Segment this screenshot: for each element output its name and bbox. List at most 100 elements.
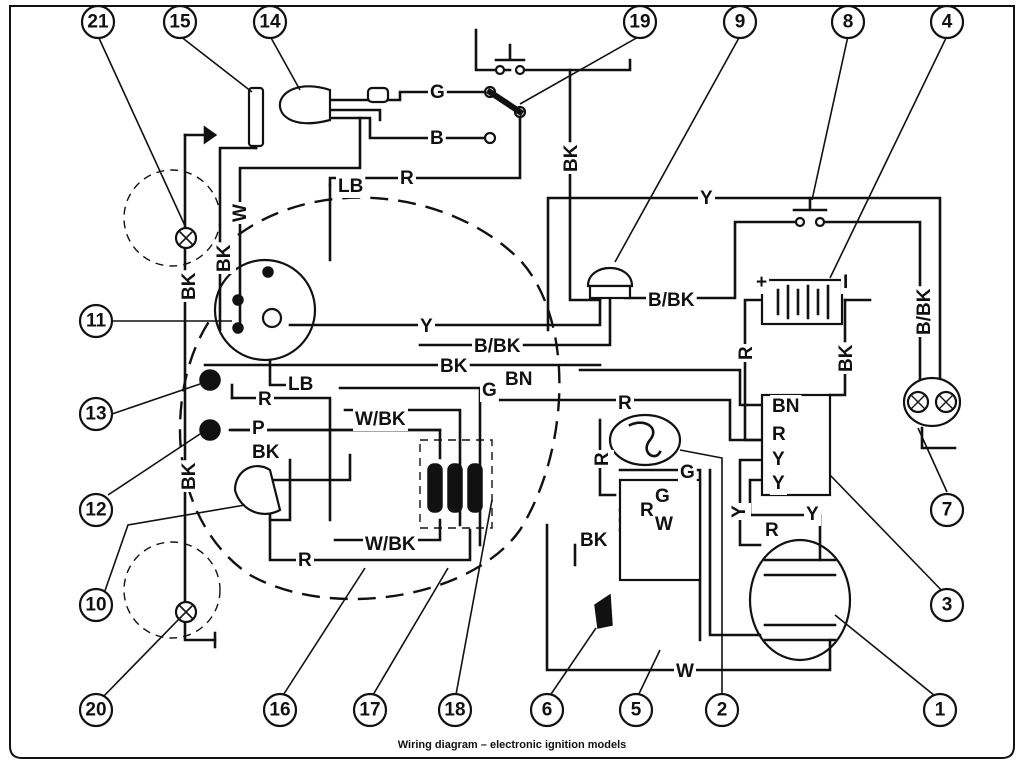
- wire-label-b-top: B: [430, 128, 444, 149]
- battery-minus-label: I: [843, 272, 848, 293]
- spark-plug-6-icon: [594, 593, 613, 629]
- svg-text:6: 6: [542, 700, 553, 721]
- callout-7: 7: [929, 492, 965, 528]
- svg-text:2: 2: [717, 700, 728, 721]
- svg-text:15: 15: [169, 12, 191, 33]
- wire-label-bn-mid: BN: [505, 369, 532, 390]
- wire-label-bk-batt: BK: [836, 344, 857, 372]
- callout-16: 16: [262, 692, 298, 728]
- diagram-caption: Wiring diagram – electronic ignition mod…: [398, 739, 627, 751]
- callout-15: 15: [162, 4, 198, 40]
- wire-label-bk-19: BK: [561, 144, 582, 172]
- callout-2: 2: [704, 692, 740, 728]
- callout-8: 8: [830, 4, 866, 40]
- tail-lamp-7-icon: [902, 376, 962, 450]
- svg-text:1: 1: [935, 700, 946, 721]
- pickup-10-icon: [233, 464, 282, 515]
- wire-label-w-bk-lower: W/BK: [365, 534, 416, 555]
- callout-10: 10: [78, 587, 114, 623]
- callout-9: 9: [722, 4, 758, 40]
- wire-label-bk-mid: BK: [440, 356, 468, 377]
- horn-9-icon: [586, 266, 634, 288]
- callout-14: 14: [252, 4, 288, 40]
- wire-label-y-lower2: Y: [806, 504, 819, 525]
- switch-19-icon: [483, 43, 527, 145]
- svg-text:19: 19: [629, 12, 650, 33]
- wire-label-y-top: Y: [700, 188, 713, 209]
- lamp-21-icon: [174, 226, 198, 250]
- svg-text:16: 16: [269, 700, 290, 721]
- callout-19: 19: [622, 4, 658, 40]
- wire-label-w-bk-upper: W/BK: [355, 409, 406, 430]
- callouts: 21 15 14 19 9 8 4 11 13 12 10 20 16 17 1…: [78, 4, 965, 728]
- magneto-11-icon: [213, 258, 317, 362]
- wire-label-y-mid: Y: [420, 316, 433, 337]
- wire-label-g-mid: G: [482, 380, 497, 401]
- wire-label-bk-left-upper: BK: [214, 244, 235, 272]
- wire-label-y-lower: Y: [729, 505, 750, 518]
- wire-label-w-5: W: [655, 514, 673, 535]
- wire-label-w-left: W: [230, 204, 251, 222]
- wire-label-r-top: R: [400, 168, 414, 189]
- headlamp-bulb-14-icon: [278, 85, 332, 125]
- wire-label-lb-top: LB: [338, 176, 363, 197]
- callout-13: 13: [78, 396, 114, 432]
- wire-labels: G B R LB BK Y W BK BK BK Y B/BK B/BK B/B…: [178, 81, 936, 683]
- wire-label-b-bk-9: B/BK: [648, 290, 695, 311]
- svg-text:21: 21: [87, 12, 109, 33]
- svg-text:9: 9: [735, 12, 746, 33]
- lamp-20-icon: [174, 600, 198, 624]
- wire-label-bk-left-mid: BK: [179, 462, 200, 490]
- svg-text:5: 5: [631, 700, 642, 721]
- callout-18: 18: [437, 692, 473, 728]
- coils-18-icon: [427, 463, 483, 513]
- svg-text:13: 13: [85, 404, 106, 425]
- wire-label-lb-mid: LB: [288, 374, 313, 395]
- svg-text:8: 8: [843, 12, 854, 33]
- alternator-1-icon: [748, 538, 852, 662]
- wire-label-y-3b: Y: [772, 473, 785, 494]
- wire-label-p-left: P: [252, 418, 265, 439]
- svg-text:14: 14: [259, 12, 281, 33]
- wire-label-bn-3: BN: [772, 396, 799, 417]
- wire-label-bk-10: BK: [252, 442, 280, 463]
- wire-label-r-left: R: [258, 389, 272, 410]
- fuse-15-icon: [247, 86, 265, 148]
- wire-label-g-5: G: [680, 462, 695, 483]
- wire-label-bk-5: BK: [580, 530, 608, 551]
- wire-label-b-bk-mid: B/BK: [474, 336, 521, 357]
- switch-8-icon: [792, 196, 828, 228]
- wire-label-r-lower: R: [765, 520, 779, 541]
- callout-3: 3: [929, 587, 965, 623]
- wire-label-r-3: R: [772, 424, 786, 445]
- svg-text:4: 4: [942, 12, 953, 33]
- wire-label-bk-21: BK: [179, 272, 200, 300]
- wire-label-g-5b: G: [655, 486, 670, 507]
- callout-4: 4: [929, 4, 965, 40]
- wire-label-r-batt: R: [736, 346, 757, 360]
- wire-label-r-bottom: R: [298, 550, 312, 571]
- wire-label-g-top: G: [430, 82, 445, 103]
- battery-4-icon: [760, 278, 844, 326]
- callout-leaders: [97, 35, 949, 701]
- callout-5: 5: [618, 692, 654, 728]
- wire-label-r-right-upper: R: [618, 393, 632, 414]
- wire-label-y-3a: Y: [772, 449, 785, 470]
- svg-text:10: 10: [85, 595, 106, 616]
- lamp-13-icon: [199, 369, 221, 391]
- callout-17: 17: [352, 692, 388, 728]
- callout-12: 12: [78, 492, 114, 528]
- callout-6: 6: [529, 692, 565, 728]
- wire-label-r-mid5: R: [592, 452, 613, 466]
- wire-label-b-bk-8: B/BK: [914, 288, 935, 335]
- callout-11: 11: [78, 303, 114, 339]
- diagram-frame: [9, 5, 1015, 759]
- coil-2-icon: [608, 413, 682, 467]
- battery-plus-label: +: [756, 272, 767, 293]
- svg-text:11: 11: [86, 311, 107, 332]
- callout-1: 1: [922, 692, 958, 728]
- wire-label-r-5: R: [640, 500, 654, 521]
- svg-text:12: 12: [85, 500, 106, 521]
- callout-20: 20: [78, 692, 114, 728]
